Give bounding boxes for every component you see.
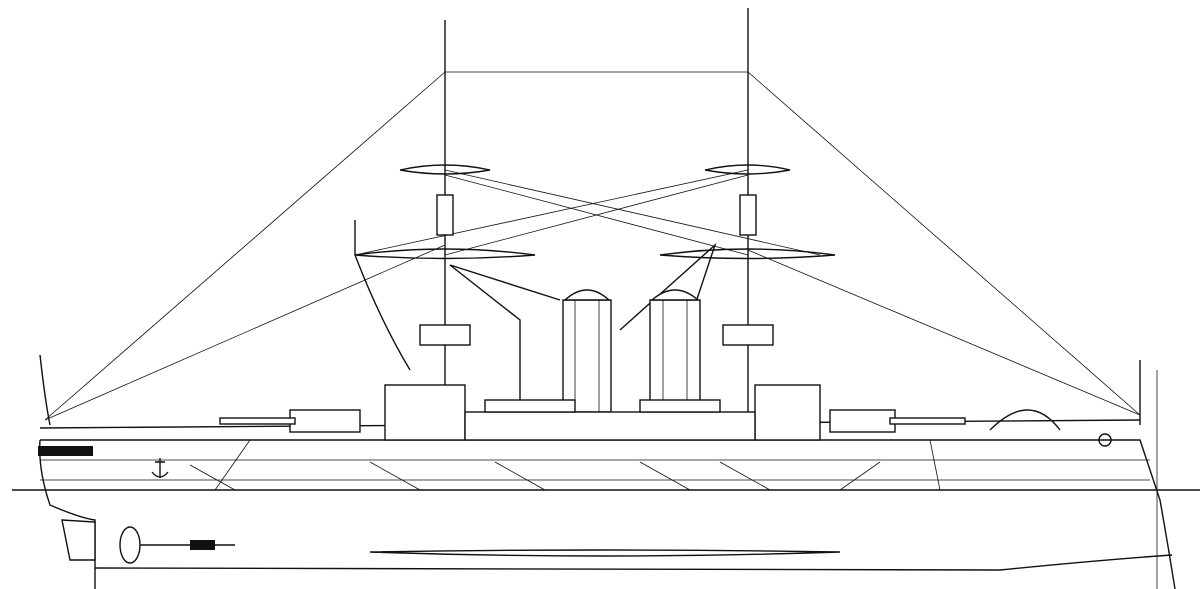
boat-booms: [189, 439, 941, 491]
stay-cross-2: [444, 174, 749, 256]
aft-superstructure: [384, 384, 466, 441]
funnel-fore: [649, 289, 701, 413]
fore-crowsnest: [739, 194, 757, 236]
main-top-lower: [354, 248, 536, 260]
boat-aft: [484, 399, 576, 413]
funnel-aft: [562, 289, 612, 413]
anchor-icon: [151, 458, 169, 478]
stern-gallery: [38, 446, 93, 456]
propeller: [119, 526, 141, 564]
keel: [94, 554, 1173, 571]
main-top-upper: [399, 164, 491, 175]
main-crowsnest: [436, 194, 454, 236]
rudder: [61, 519, 96, 561]
stay-aft: [44, 71, 446, 421]
boat-fwd: [639, 399, 721, 413]
stay-aft-2: [44, 244, 446, 421]
stay-cross-3: [354, 169, 749, 256]
fore-top-lower: [659, 248, 836, 260]
stay-fwd-2: [747, 249, 1141, 416]
fore-fighting-top: [722, 324, 774, 346]
bilge-keel: [369, 549, 841, 557]
midships-casemate: [464, 411, 756, 441]
hawse-pipe: [1098, 433, 1112, 447]
bow-anchor-bed: [989, 409, 1061, 431]
aft-turret: [219, 409, 361, 433]
main-fighting-top: [419, 324, 471, 346]
derrick-sail: [354, 220, 411, 371]
shaft-bracket: [190, 540, 215, 550]
stay-fwd: [747, 71, 1141, 416]
hull: [39, 439, 1176, 589]
stern-flagstaff: [39, 354, 51, 426]
boat-crane-aft: [449, 264, 561, 410]
fore-top-upper: [704, 164, 791, 175]
fore-turret: [829, 409, 966, 433]
fore-superstructure: [754, 384, 821, 441]
stay-cross-4: [444, 169, 821, 256]
